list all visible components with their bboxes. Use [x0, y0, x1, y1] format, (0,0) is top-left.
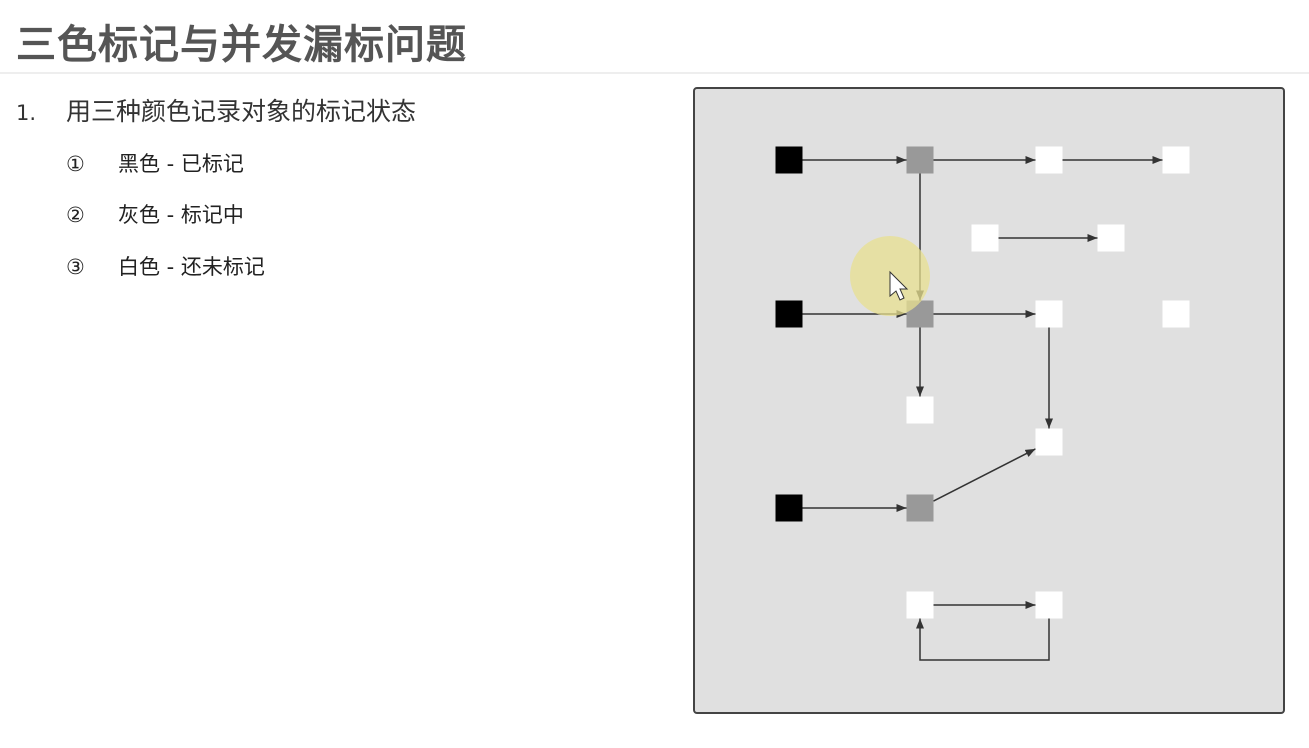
point-text: 用三种颜色记录对象的标记状态	[66, 97, 417, 126]
black-object-node	[775, 494, 803, 522]
list-text: 黑色 - 已标记	[118, 152, 244, 176]
list-item-gray: ② 灰色 - 标记中	[66, 199, 244, 229]
title-divider	[0, 72, 1309, 74]
point-number: 1.	[16, 101, 37, 125]
list-item-black: ① 黑色 - 已标记	[66, 148, 244, 178]
edge-w10-w9	[916, 618, 1050, 661]
white-object-node	[1035, 300, 1063, 328]
slide-title: 三色标记与并发漏标问题	[16, 22, 467, 68]
list-item-white: ③ 白色 - 还未标记	[66, 251, 265, 281]
black-object-node	[775, 300, 803, 328]
white-object-node	[1162, 300, 1190, 328]
cursor-arrow-icon	[889, 270, 909, 301]
list-text: 灰色 - 标记中	[118, 203, 244, 227]
white-object-node	[1035, 428, 1063, 456]
white-object-node	[906, 396, 934, 424]
white-object-node	[906, 591, 934, 619]
white-object-node	[971, 224, 999, 252]
list-marker: ①	[66, 152, 85, 176]
diagram-panel	[693, 87, 1285, 714]
white-object-node	[1097, 224, 1125, 252]
point-1: 1. 用三种颜色记录对象的标记状态	[16, 92, 416, 128]
gray-object-node	[906, 494, 934, 522]
white-object-node	[1035, 591, 1063, 619]
edge-g3-w8	[933, 448, 1036, 502]
gray-object-node	[906, 146, 934, 174]
list-marker: ②	[66, 203, 85, 227]
list-text: 白色 - 还未标记	[118, 255, 265, 279]
white-object-node	[1035, 146, 1063, 174]
black-object-node	[775, 146, 803, 174]
white-object-node	[1162, 146, 1190, 174]
list-marker: ③	[66, 255, 85, 279]
